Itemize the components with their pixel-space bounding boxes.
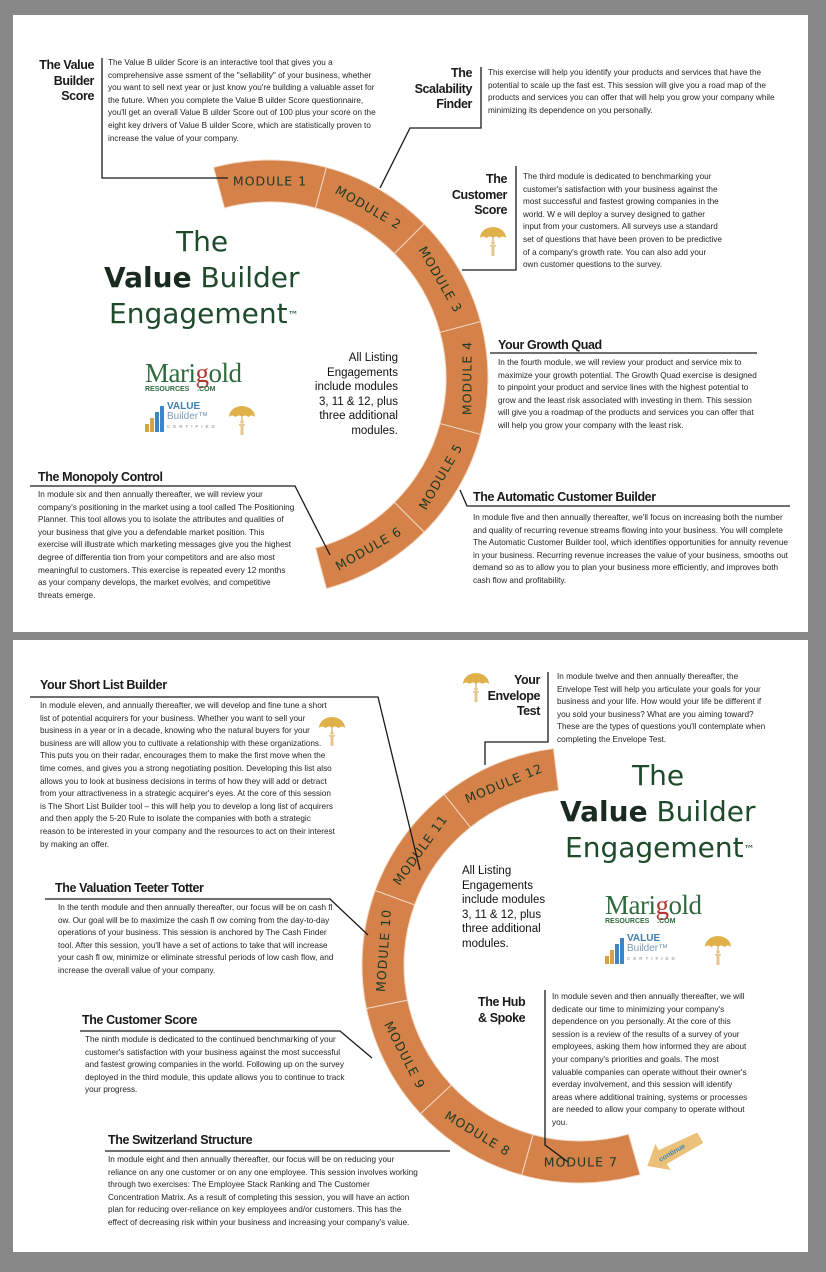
hub-spoke-text: In module seven and then annually therea… [552,992,748,1127]
monopoly-control-text: In module six and then annually thereaft… [38,490,295,600]
growth-quad-text: In the fourth module, we will review you… [498,358,757,430]
automatic-customer-builder-heading: The Automatic Customer Builder [473,490,656,504]
umbrella-icon [318,716,346,753]
customer-score-2-heading: The Customer Score [82,1013,198,1027]
engagement-title: The Value Builder Engagement™ [560,759,756,864]
envelope-test-text: In module twelve and then annually there… [557,672,766,744]
customer-score-text: The third module is dedicated to benchma… [523,172,722,270]
hub-spoke-heading: The Hub& Spoke [478,995,526,1025]
customer-score-2-text: The ninth module is dedicated to the con… [85,1035,345,1095]
value-builder-score-text: The Value B uilder Score is an interacti… [108,58,376,143]
umbrella-icon [462,672,490,709]
marigold-resources-logo: Marigold RESOURCES .COM [145,358,242,394]
umbrella-icon [228,405,256,442]
valuation-teeter-totter-text: In the tenth module and then annually th… [58,903,334,975]
short-list-builder-text: In module eleven, and annually thereafte… [40,701,335,849]
engagement-title: The Value Builder Engagement™ [104,225,300,330]
scalability-finder-text: This exercise will help you identify you… [488,68,775,115]
switzerland-structure-text: In module eight and then annually therea… [108,1155,418,1227]
umbrella-icon [479,226,507,263]
marigold-resources-logo: Marigold RESOURCES .COM [605,890,702,926]
short-list-builder-heading: Your Short List Builder [40,678,167,692]
automatic-customer-builder-text: In module five and then annually thereaf… [473,513,788,585]
monopoly-control-heading: The Monopoly Control [38,470,163,484]
umbrella-icon [704,935,732,972]
switzerland-structure-heading: The Switzerland Structure [108,1133,253,1147]
valuation-teeter-totter-heading: The Valuation Teeter Totter [55,881,204,895]
growth-quad-heading: Your Growth Quad [498,338,602,352]
